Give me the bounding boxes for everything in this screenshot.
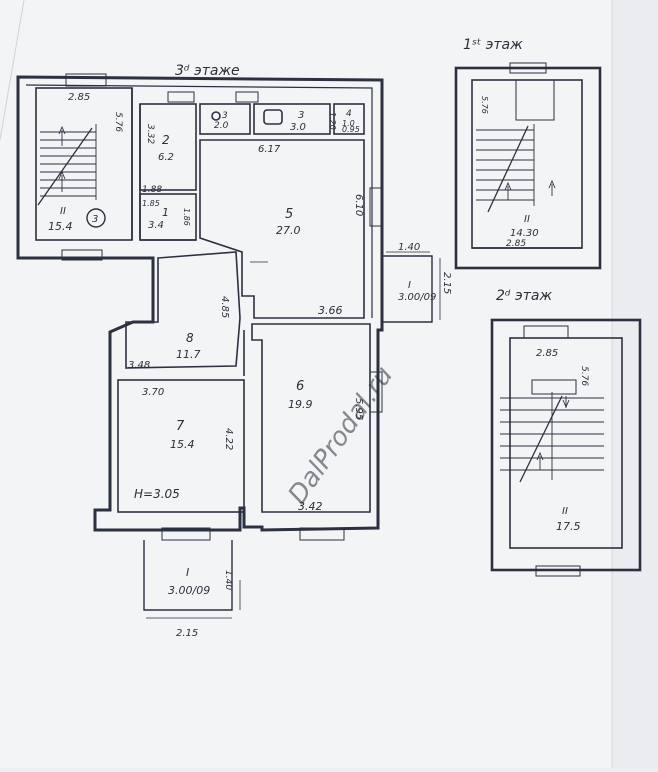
floor3-room-3b-area: 3.0 (290, 122, 306, 133)
floor3-room-8-number: 8 (186, 331, 194, 345)
floor3-room-2-number: 2 (162, 133, 170, 147)
floor3-stair-dim-side: 5.76 (113, 112, 123, 132)
floor1-stair-number: II (524, 214, 530, 225)
floor3-dim-095: 0.95 (342, 125, 360, 134)
floor3-balcony-right-number: I (408, 280, 411, 291)
floor3-balcony-bottom-area: 3.00/09 (168, 584, 210, 597)
floor3-dim-617: 6.17 (258, 144, 281, 155)
floor1-dim-side: 5.76 (480, 96, 489, 114)
floor3-dim-120: 1.20 (328, 112, 337, 130)
floor1-plan (454, 62, 602, 270)
floor3-dim-366: 3.66 (318, 304, 343, 317)
floor3-dim-370: 3.70 (142, 387, 164, 398)
floor3-dim-595: 5.95 (353, 398, 364, 420)
floor3-window (65, 73, 107, 87)
floor3-stair-number: II (60, 206, 66, 217)
floor3-room-5 (199, 139, 365, 319)
floor3-room-7-number: 7 (176, 419, 185, 434)
floor1-stair-area: 14.30 (510, 228, 539, 239)
floor3-room-3a (199, 103, 251, 135)
floor3-room-6 (251, 323, 371, 513)
floor3-dim-348: 3.48 (128, 360, 150, 371)
floor3-room-8 (125, 251, 241, 369)
floor1-heading: 1ˢᵗ этаж (463, 37, 523, 53)
floor3-bath-fixture (263, 109, 283, 125)
floor3-window (61, 249, 103, 261)
floor3-dim-188: 1.88 (142, 185, 162, 195)
floor3-ceiling-height: H=3.05 (134, 487, 180, 501)
floor3-balcony-bottom (143, 540, 233, 611)
floor3-dim-215a: 2.15 (441, 272, 452, 294)
floor3-stair-circle-marker (86, 208, 106, 228)
floor3-room-5-area: 27.0 (276, 224, 301, 237)
floor3-room-2 (139, 103, 197, 191)
floor3-room-6-number: 6 (296, 379, 304, 394)
floor3-plan (16, 73, 441, 619)
floor3-dim-342: 3.42 (298, 500, 323, 513)
floor3-room-3a-number: 3 (222, 111, 228, 121)
floor2-window (523, 325, 569, 339)
floor3-room-2-area: 6.2 (158, 152, 174, 163)
floor3-window (369, 371, 383, 413)
floor3-inner-wall-line (25, 84, 373, 318)
floor3-room-4-area: 1.0 (342, 119, 355, 128)
floor3-room-7 (117, 379, 245, 513)
floor1-window (509, 62, 547, 74)
floor3-dim-140b: 1.40 (223, 570, 233, 590)
floor2-heading: 2ᵈ этаж (496, 288, 552, 304)
paper-edge-line (0, 0, 25, 141)
floor2-dim-top: 2.85 (536, 348, 558, 359)
floor3-balcony-right-area: 3.00/09 (398, 292, 436, 303)
paper-sheet (0, 0, 612, 768)
floor3-room-1-area: 3.4 (148, 220, 164, 231)
floor3-heading: 3ᵈ этаже (175, 63, 240, 79)
floor3-dim-186: 1.86 (182, 208, 191, 226)
floor3-dim-610: 6.10 (353, 194, 364, 216)
floor3-room-4-number: 4 (346, 109, 352, 119)
floor3-room-5-number: 5 (285, 207, 293, 222)
floor3-dim-422: 4.22 (223, 428, 234, 450)
floor1-outer-wall (454, 66, 602, 270)
floor3-room-8-area: 11.7 (176, 348, 201, 361)
floor2-plan (490, 318, 642, 577)
floor3-dim-215b: 2.15 (176, 628, 198, 639)
floor3-sink (211, 111, 221, 121)
floor3-dim-185: 1.85 (142, 199, 160, 208)
floor3-balcony-right (382, 255, 433, 323)
floor3-dim-140: 1.40 (398, 242, 420, 253)
floor2-dim-side: 5.76 (579, 366, 589, 386)
floor3-window (299, 527, 345, 541)
floor2-outer-wall (490, 318, 642, 572)
floor3-room-4 (333, 103, 365, 135)
floor3-room-3b (253, 103, 331, 135)
floor3-stair-dim-top: 2.85 (68, 92, 90, 103)
floor2-stair-number: II (562, 506, 568, 517)
floor2-stair-area: 17.5 (556, 520, 581, 533)
floor3-room-3b-number: 3 (298, 110, 304, 121)
floor3-stair-area: 15.4 (48, 220, 73, 233)
floor2-window (535, 565, 581, 577)
floor3-window (167, 91, 195, 103)
floor3-window (369, 187, 383, 227)
floor3-room-1-number: 1 (162, 206, 169, 219)
floor3-window (161, 527, 211, 541)
floor3-stair-circle-number: 3 (92, 214, 98, 225)
floor3-room-3a-area: 2.0 (214, 121, 229, 131)
floor3-room-7-area: 15.4 (170, 438, 195, 451)
floor3-stair-steps (37, 124, 97, 206)
floor1-dim-bottom: 2.85 (506, 239, 526, 249)
floor3-room-6-area: 19.9 (288, 398, 313, 411)
floor2-stair-steps (500, 392, 604, 483)
floor3-balcony-bottom-number: I (186, 566, 189, 579)
floor3-dim-485: 4.85 (219, 296, 230, 318)
floor1-stair-steps (476, 124, 556, 213)
floor3-dim-332: 3.32 (145, 124, 155, 144)
floor3-window (235, 91, 259, 103)
